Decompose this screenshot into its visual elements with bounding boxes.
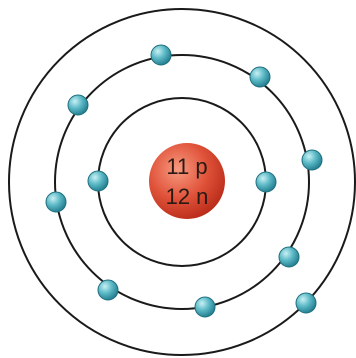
electron-shell2-bottom xyxy=(195,297,215,317)
nucleus: 11 p 12 n xyxy=(149,143,225,219)
electron-shell2-top-right xyxy=(250,67,270,87)
electron-shell3-left xyxy=(46,192,66,212)
electron-shell2-top-left xyxy=(68,95,88,115)
electron-shell2-bottom-left xyxy=(98,280,118,300)
nucleus-neutrons-label: 12 n xyxy=(166,184,209,209)
electron-shell2-top xyxy=(151,45,171,65)
electron-shell1-left xyxy=(88,171,108,191)
nucleus-protons-label: 11 p xyxy=(166,154,207,179)
electron-shell3-right xyxy=(302,150,322,170)
electron-shell2-bottom-right xyxy=(279,247,299,267)
electron-shell1-right xyxy=(256,172,276,192)
electron-shell3-bottom-right xyxy=(296,293,316,313)
